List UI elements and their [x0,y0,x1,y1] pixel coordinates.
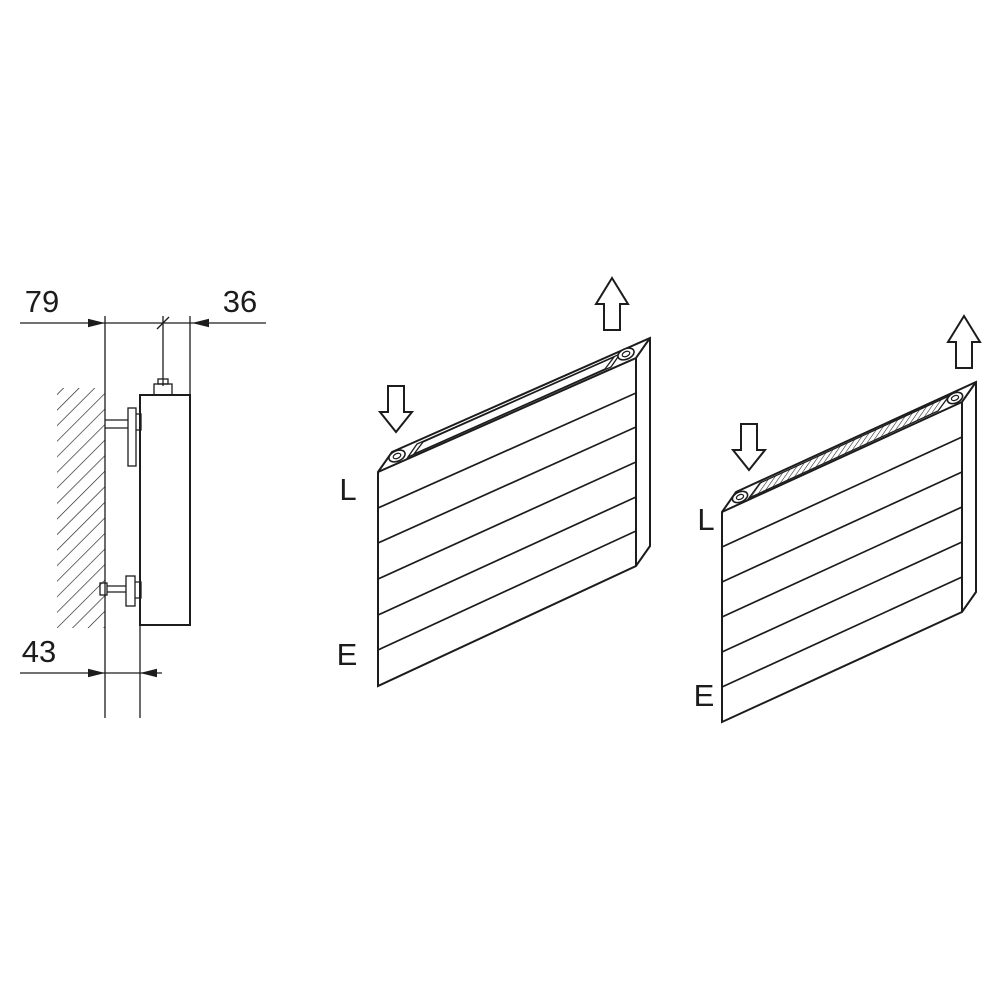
dimension-line-bottom [20,668,162,678]
air-outlet-up-arrow-icon [594,276,630,331]
label-E: E [694,678,715,713]
dim-tick [156,316,170,330]
air-inlet-down-arrow-icon [730,423,768,472]
top-grille [746,394,952,500]
radiator-body [377,336,651,688]
dimension-79-label: 79 [25,284,59,319]
label-L: L [339,472,356,507]
connection-boss-right [617,347,635,361]
radiator-open-top: L E [337,276,651,688]
side-view-section: 79 36 43 [20,284,266,718]
top-open-channel [406,352,622,459]
label-E: E [337,637,358,672]
label-L: L [697,502,714,537]
connection-boss-left [731,490,749,504]
radiator-body [721,380,977,724]
connection-boss-right [946,391,964,405]
mounting-bracket-lower [99,575,142,607]
dimension-line-top [20,316,266,330]
front-slat-lines [377,392,637,651]
radiator-side-profile [139,394,191,626]
radiator-grille-top: L E [694,314,982,724]
dimension-43-label: 43 [22,634,56,669]
air-inlet-down-arrow-icon [377,385,415,434]
dimension-36-label: 36 [223,284,257,319]
dim-arrowhead-left-icon [140,668,157,678]
wall-hatch [57,388,105,628]
dim-arrowhead-left-icon [192,318,209,328]
dim-arrowhead-right-icon [88,668,105,678]
front-slat-lines [721,436,963,688]
air-outlet-up-arrow-icon [946,314,982,369]
connection-boss-left [388,449,406,463]
dim-arrowhead-right-icon [88,318,105,328]
mounting-bracket-upper [105,407,142,467]
